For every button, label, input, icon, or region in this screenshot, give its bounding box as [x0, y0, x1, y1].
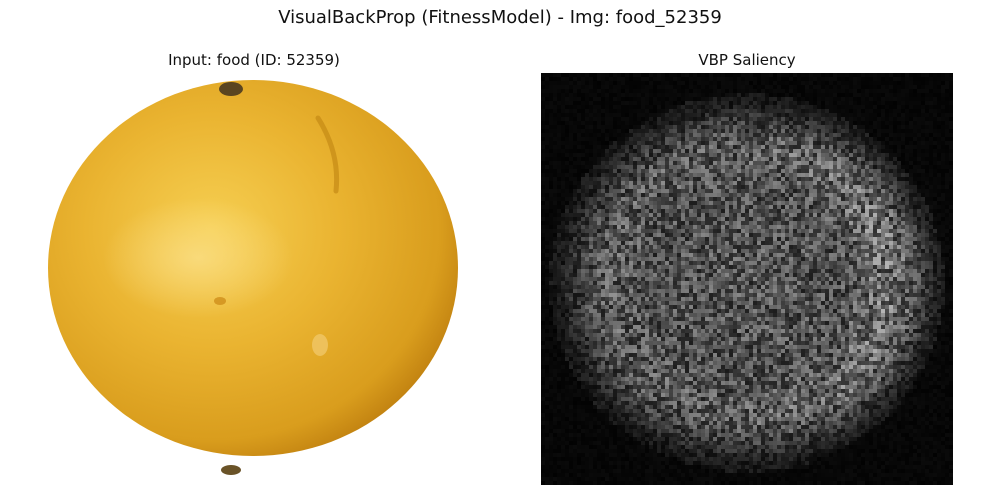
- fruit-stem: [219, 82, 243, 96]
- orange-fruit-image: [48, 80, 458, 475]
- saliency-map-title: VBP Saliency: [698, 51, 796, 69]
- fruit-spot: [312, 334, 328, 356]
- fruit-stem: [221, 465, 241, 475]
- figure-title: VisualBackProp (FitnessModel) - Img: foo…: [278, 7, 722, 28]
- fruit-crease: [315, 115, 340, 194]
- input-image-title: Input: food (ID: 52359): [168, 51, 340, 69]
- saliency-map-panel: [541, 73, 953, 485]
- fruit-spot: [214, 297, 226, 305]
- fruit-highlight: [103, 198, 293, 318]
- saliency-map: [541, 73, 953, 485]
- input-image-panel: [48, 73, 460, 485]
